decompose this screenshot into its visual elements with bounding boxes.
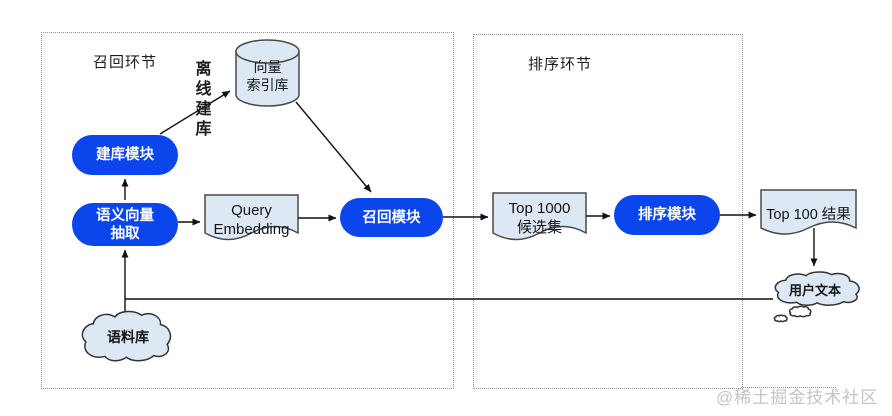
diagram-connectors [121,90,818,311]
top100-results-label: Top 100 结果 [766,207,851,223]
top100-results-shape [760,189,857,235]
build-module-node: 建库模块 [72,135,178,175]
top1000-candidates-shape [492,192,587,241]
arrow-index-to-recall [295,101,372,193]
ranking-section-box [473,34,743,389]
thought-bubble-mid [790,306,811,316]
ranking-section-label: 排序环节 [528,56,593,73]
vector-index-db-label: 向量 索引库 [246,59,289,93]
recall-section-label: 召回环节 [93,54,158,71]
vector-index-db-shape [235,39,300,107]
watermark-text: @稀土掘金技术社区 [716,388,879,407]
ranking-section-box-bottom-extension [741,387,836,388]
ranking-module-node: 排序模块 [614,195,720,235]
recall-module-node: 召回模块 [340,198,443,237]
recall-section-box [41,32,454,389]
offline-build-label: 离线建库 [195,61,212,138]
semantic-extract-module-node: 语义向量 抽取 [72,203,178,246]
corpus-label: 语料库 [107,329,149,345]
user-text-label: 用户文本 [788,283,841,298]
query-embedding-shape [204,194,299,241]
thought-bubble-small [774,315,787,321]
query-embedding-label: Query Embedding [213,202,290,238]
user-text-cloud-shape [774,272,859,321]
top1000-candidates-label: Top 1000 候选集 [508,200,571,236]
arrow-build-to-index [159,90,231,135]
corpus-cloud-shape [82,311,170,360]
